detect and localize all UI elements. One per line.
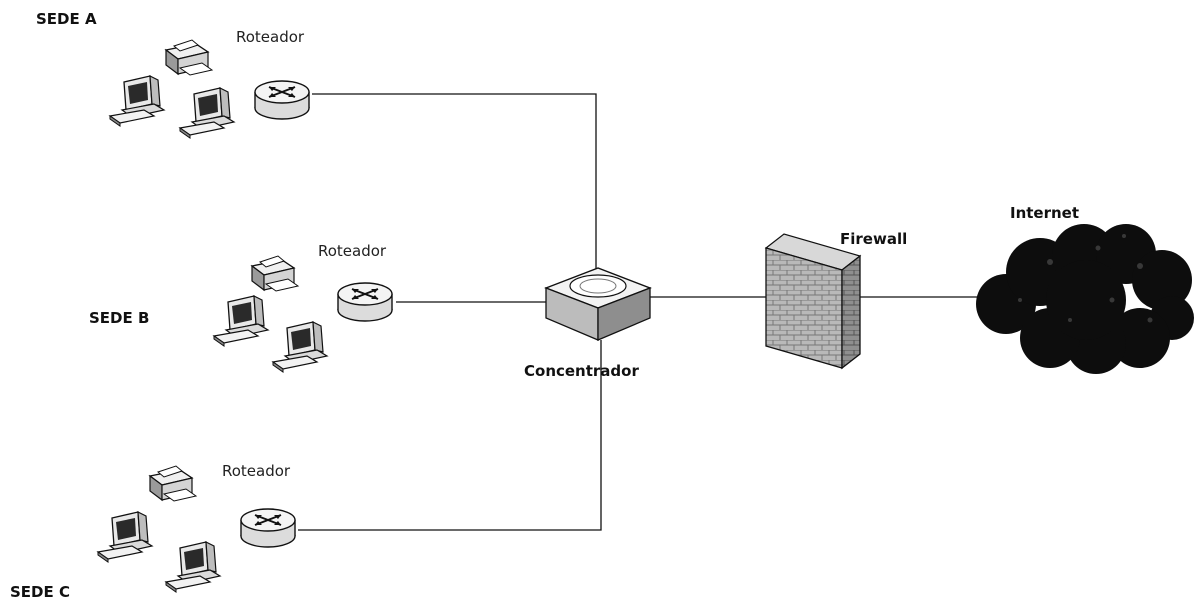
site-a-label: SEDE A: [36, 10, 97, 28]
printer-icon: [149, 465, 197, 502]
internet: Internet: [976, 204, 1194, 374]
site-a: SEDE A Roteador: [36, 10, 310, 139]
site-b-label: SEDE B: [89, 309, 149, 327]
computer-icon: [97, 511, 153, 563]
computer-icon: [272, 321, 328, 373]
site-b: SEDE B Roteador: [89, 242, 393, 373]
site-c-label: SEDE C: [10, 583, 70, 601]
site-c: SEDE C Roteador: [10, 462, 296, 601]
hub: Concentrador: [524, 267, 652, 380]
hub-label: Concentrador: [524, 362, 639, 380]
computer-icon: [179, 87, 235, 139]
connections: [298, 93, 985, 531]
router-icon: [240, 508, 296, 548]
site-a-router-label: Roteador: [236, 28, 305, 46]
computer-icon: [165, 541, 221, 593]
computer-icon: [109, 75, 165, 127]
router-icon: [254, 80, 310, 120]
firewall: Firewall: [764, 230, 907, 370]
site-c-router-label: Roteador: [222, 462, 291, 480]
printer-icon: [165, 39, 213, 76]
router-icon: [337, 282, 393, 322]
computer-icon: [213, 295, 269, 347]
internet-label: Internet: [1010, 204, 1079, 222]
site-b-router-label: Roteador: [318, 242, 387, 260]
internet-cloud-icon: [976, 224, 1194, 374]
hub-icon: [544, 267, 652, 341]
firewall-icon: [764, 233, 862, 370]
printer-icon: [251, 255, 299, 292]
firewall-label: Firewall: [840, 230, 907, 248]
link-site-a-hub: [312, 93, 597, 272]
link-site-c-hub: [298, 340, 602, 531]
